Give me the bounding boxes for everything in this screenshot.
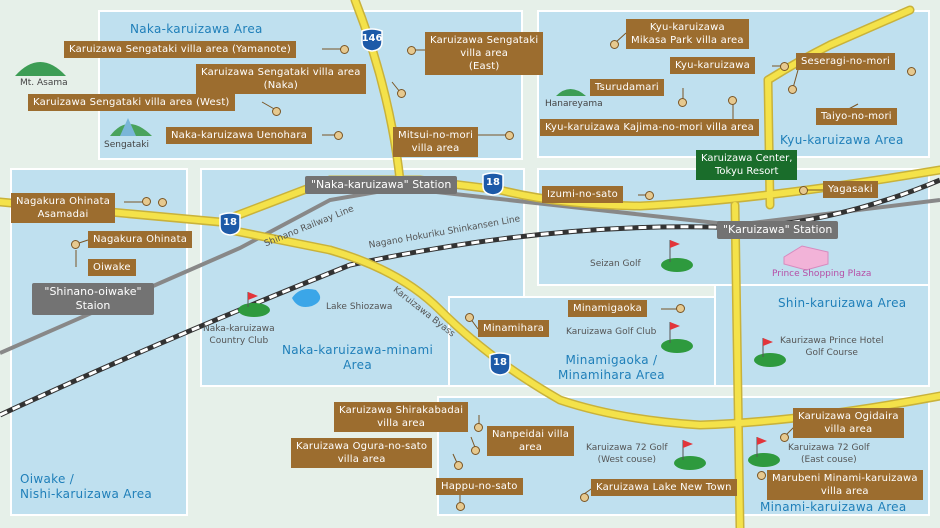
location-dot[interactable] <box>799 186 808 195</box>
hanareyama-icon <box>556 89 586 96</box>
route-146-shield: 146 <box>361 28 383 52</box>
area-name-kyu: Kyu-karuizawa Area <box>780 133 904 147</box>
location-dot[interactable] <box>272 107 281 116</box>
hanareyama-label: Hanareyama <box>545 99 603 109</box>
location-dot[interactable] <box>474 423 483 432</box>
label-uenohara[interactable]: Naka-karuizawa Uenohara <box>166 127 313 144</box>
sengataki-label: Sengataki <box>104 140 149 150</box>
location-dot[interactable] <box>580 493 589 502</box>
area-name-minami: Minami-karuizawa Area <box>760 500 907 514</box>
location-dot[interactable] <box>71 240 80 249</box>
area-shin-karuizawa[interactable] <box>714 284 930 387</box>
label-tsurudamari[interactable]: Tsurudamari <box>590 79 664 96</box>
label-sengataki-naka[interactable]: Karuizawa Sengataki villa area(Naka) <box>196 64 366 94</box>
shinkansen-line-dash <box>0 178 940 417</box>
label-yagasaki[interactable]: Yagasaki <box>823 181 878 198</box>
location-dot[interactable] <box>728 96 737 105</box>
location-dot[interactable] <box>334 131 343 140</box>
location-dot[interactable] <box>158 198 167 207</box>
route-18-shield: 18 <box>482 172 504 196</box>
label-minamigaoka[interactable]: Minamigaoka <box>568 300 647 317</box>
location-dot[interactable] <box>645 191 654 200</box>
location-dot[interactable] <box>397 89 406 98</box>
location-dot[interactable] <box>407 46 416 55</box>
location-dot[interactable] <box>465 313 474 322</box>
location-dot[interactable] <box>757 471 766 480</box>
label-kyu-karuizawa[interactable]: Kyu-karuizawa <box>670 57 755 74</box>
location-dot[interactable] <box>788 85 797 94</box>
karuizawa-golf-club-label: Karuizawa Golf Club <box>566 327 657 337</box>
location-dot[interactable] <box>780 433 789 442</box>
route-18-shield: 18 <box>219 212 241 236</box>
prince-shopping-icon <box>783 245 829 271</box>
location-dot[interactable] <box>610 40 619 49</box>
label-ohinata[interactable]: Nagakura Ohinata <box>88 231 193 248</box>
location-dot[interactable] <box>678 98 687 107</box>
area-name-minamigaoka: Minamigaoka /Minamihara Area <box>558 353 665 382</box>
route-146-road <box>352 0 403 183</box>
area-name-oiwake: Oiwake /Nishi-karuizawa Area <box>20 472 153 501</box>
location-dot[interactable] <box>780 62 789 71</box>
mt-asama-label: Mt. Asama <box>20 78 68 88</box>
label-seseragi[interactable]: Seseragi-no-mori <box>796 53 896 70</box>
karuizawa-center-tokyu-resort[interactable]: Karuizawa Center,Tokyu Resort <box>696 150 798 180</box>
label-izumi[interactable]: Izumi-no-sato <box>542 186 623 203</box>
location-dot[interactable] <box>676 304 685 313</box>
label-kajima[interactable]: Kyu-karuizawa Kajima-no-mori villa area <box>540 119 759 136</box>
label-sengataki-west[interactable]: Karuizawa Sengataki villa area (West) <box>28 94 235 111</box>
station-naka-karuizawa[interactable]: "Naka-karuizawa" Station <box>305 176 458 194</box>
label-sengataki-yamanote[interactable]: Karuizawa Sengataki villa area (Yamanote… <box>64 41 297 58</box>
label-happu[interactable]: Happu-no-sato <box>436 478 523 495</box>
label-minamihara[interactable]: Minamihara <box>478 320 550 337</box>
karuizawa-bypass-road <box>327 247 940 429</box>
label-taiyo[interactable]: Taiyo-no-mori <box>816 108 897 125</box>
mt-asama-icon <box>15 62 66 76</box>
location-dot[interactable] <box>456 502 465 511</box>
station-shinano-oiwake[interactable]: "Shinano-oiwake"Staion <box>32 283 154 315</box>
golf72-east-label: Karuizawa 72 Golf(East couse) <box>788 443 870 465</box>
prince-shopping-label: Prince Shopping Plaza <box>772 269 872 279</box>
location-dot[interactable] <box>907 67 916 76</box>
lake-shiozawa-label: Lake Shiozawa <box>326 302 393 312</box>
seizan-golf-label: Seizan Golf <box>590 259 641 269</box>
location-dot[interactable] <box>505 131 514 140</box>
route-18-shield: 18 <box>489 352 511 376</box>
station-karuizawa[interactable]: "Karuizawa" Station <box>717 221 839 239</box>
label-oiwake[interactable]: Oiwake <box>88 259 136 276</box>
location-dot[interactable] <box>471 446 480 455</box>
area-name-shin: Shin-karuizawa Area <box>778 296 907 310</box>
area-name-naka: Naka-karuizawa Area <box>130 22 263 36</box>
golf72-west-label: Karuizawa 72 Golf(West couse) <box>586 443 668 465</box>
location-dot[interactable] <box>142 197 151 206</box>
location-dot[interactable] <box>340 45 349 54</box>
lake-shiozawa-icon <box>292 289 321 307</box>
label-lake-new-town[interactable]: Karuizawa Lake New Town <box>591 479 737 496</box>
location-dot[interactable] <box>454 461 463 470</box>
